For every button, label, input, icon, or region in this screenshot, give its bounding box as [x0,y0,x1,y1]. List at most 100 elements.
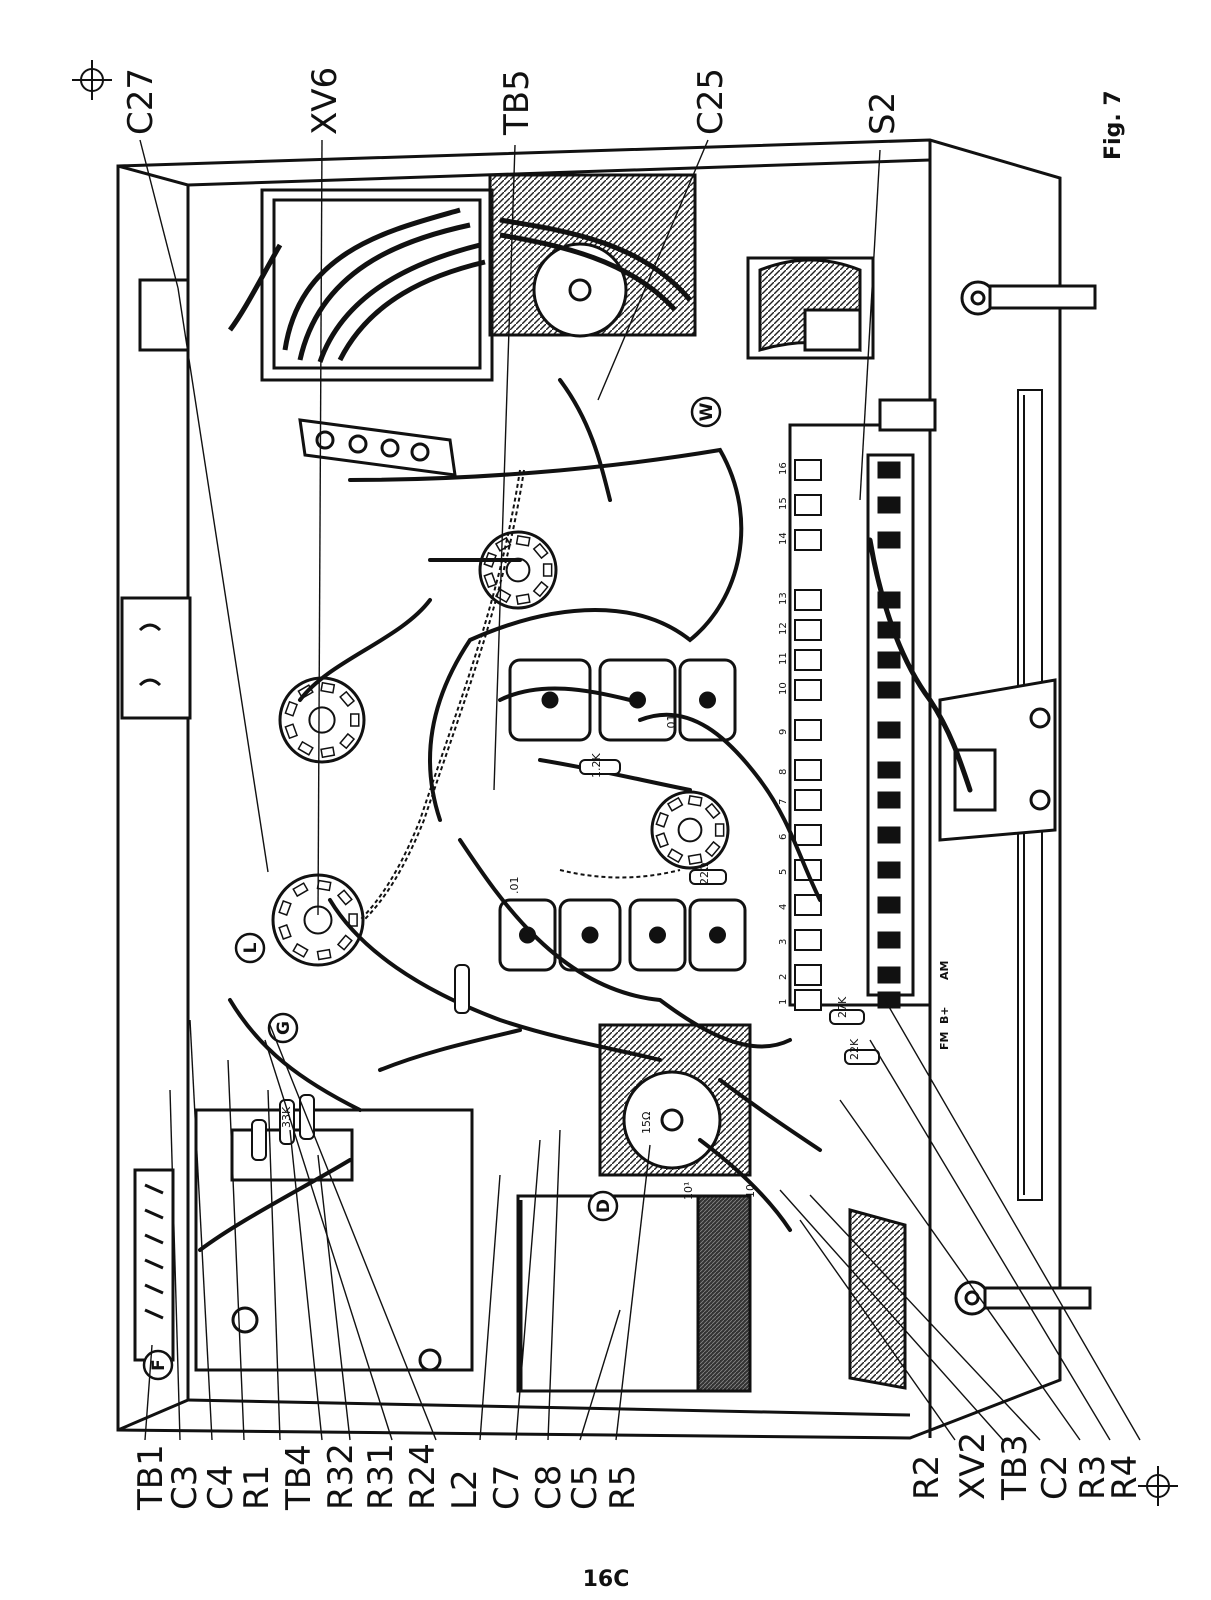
resistor-2 [689,869,727,885]
switch-number-7: 7 [778,799,789,805]
switch-number-16: 16 [778,462,789,475]
callout-r2: R2 [907,1455,947,1500]
socket-v5 [278,676,366,764]
callout-r32: R32 [321,1443,361,1510]
switch-number-10: 10 [778,682,789,695]
dial-drum [746,256,875,360]
callout-c27: C27 [121,68,161,135]
switch-number-8: 8 [778,769,789,775]
callout-c3: C3 [165,1465,205,1510]
if-can-2 [598,658,677,742]
svg-text:F: F [149,1359,169,1371]
callout-c7: C7 [487,1465,527,1510]
callouts-bottom-left: TB1 C3 C4 R1 TB4 R32 R31 R24 L2 C7 C8 C5… [131,1443,643,1511]
switch-label-bplus: B+ [938,1006,951,1024]
wiring-harness [198,378,973,1252]
switch-number-13: 13 [778,592,789,605]
callout-r3: R3 [1073,1455,1113,1500]
switch-segment-1: 1 [778,989,901,1011]
value-22k: 22K [848,1038,861,1060]
callout-r5: R5 [603,1465,643,1510]
switch-segment-3: 3 [778,929,901,951]
callout-tb1: TB1 [131,1444,171,1511]
band-switch [788,398,937,1007]
callout-tb5: TB5 [497,69,537,136]
callout-tb4: TB4 [279,1444,319,1511]
switch-segment-5: 5 [778,859,901,881]
power-transformer [227,188,494,382]
resistor-4 [844,1049,880,1065]
switch-number-12: 12 [778,622,789,635]
callout-c25: C25 [691,68,731,135]
marker-w: W [690,396,722,428]
if-can-1 [508,658,592,742]
if-can-7 [688,898,747,972]
terminal-strip-tb1 [133,1168,175,1362]
registration-mark-top [72,60,112,100]
resistor-5 [454,964,470,1014]
callout-r1: R1 [237,1465,277,1510]
value-22: 22Ω [698,863,711,885]
if-transformers [498,658,747,972]
switch-segment-6: 6 [778,824,901,846]
resistor-3 [829,1009,865,1025]
callouts-bottom-right: R2 XV2 TB3 C2 R3 R4 [907,1432,1145,1501]
switch-segment-16: 16 [778,459,901,481]
switch-label-fm: FM [938,1032,951,1050]
figure-label: Fig. 7 [1101,90,1126,160]
switch-number-6: 6 [778,834,789,840]
circle-letter-markers: F L G W D [142,396,722,1381]
callout-tb3: TB3 [995,1434,1035,1501]
resistors [251,759,880,1161]
svg-text:G: G [274,1021,294,1035]
ac-outlet [120,596,192,720]
marker-d: D [587,1190,619,1222]
if-can-4 [498,898,557,972]
switch-segment-7: 7 [778,789,901,811]
switch-segment-14: 14 [778,529,901,551]
value-10: 10 [744,1184,757,1198]
value-33k: 33K [280,1106,293,1128]
svg-text:D: D [594,1199,614,1213]
socket-v4 [478,530,558,610]
resistor-1 [579,759,621,775]
switch-number-3: 3 [778,939,789,945]
switch-segment-11: 11 [778,649,901,671]
value-01-a: .01 [665,715,678,733]
callout-c2: C2 [1035,1455,1075,1500]
switch-number-1: 1 [778,999,789,1005]
callout-c8: C8 [529,1465,569,1510]
callout-l2: L2 [445,1469,485,1510]
switch-segment-8: 8 [778,759,901,781]
if-can-5 [558,898,622,972]
filter-capacitor-c5 [516,1194,752,1393]
callout-xv2: XV2 [953,1432,993,1500]
control-shaft-top [960,280,1097,316]
component-value-labels: 1.2K .01 22Ω .01 27K 22K 10 10¹ 15Ω 33K [280,715,861,1201]
registration-mark-bottom [1138,1466,1178,1506]
page-number: 16C [583,1567,630,1592]
value-01-b: .01 [508,877,521,895]
switch-segment-9: 9 [778,719,901,741]
callout-s2: S2 [863,92,903,135]
svg-text:W: W [697,402,717,421]
marker-f: F [142,1349,174,1381]
switch-segment-10: 10 [778,679,901,701]
value-1-2k: 1.2K [590,753,603,778]
switch-segment-4: 4 [778,894,901,916]
value-27k: 27K [836,996,849,1018]
switch-number-9: 9 [778,729,789,735]
marker-l: L [234,932,266,964]
terminal-strip-top [138,278,457,477]
value-10-1: 10¹ [682,1182,695,1200]
switch-end-labels: AM B+ FM [938,961,951,1050]
callout-r31: R31 [361,1443,401,1510]
switch-segment-15: 15 [778,494,901,516]
callout-leaders [139,139,1141,1441]
choke [598,1023,752,1177]
electrolytic-can [194,1108,474,1372]
control-shaft-bottom [954,1280,1092,1316]
switch-number-11: 11 [778,652,789,665]
